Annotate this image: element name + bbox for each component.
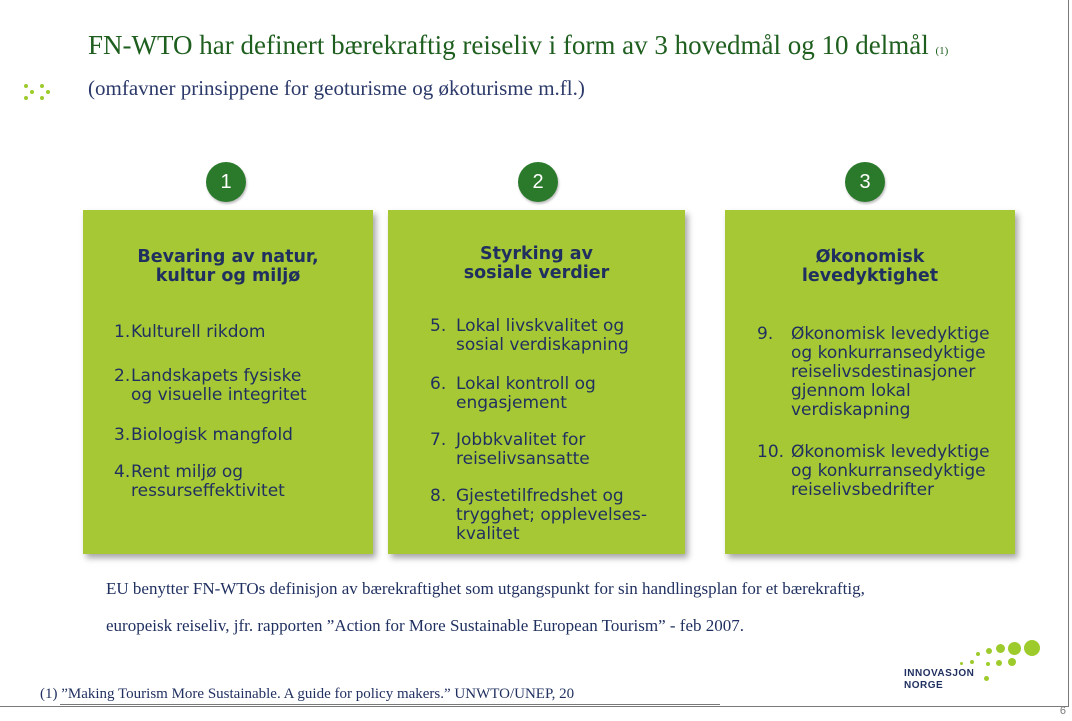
innovasjon-norge-logo: INNOVASJON NORGE — [904, 640, 1044, 702]
goal-number-3: 3 — [845, 162, 885, 202]
goal-heading-1: Bevaring av natur,kultur og miljø — [137, 247, 319, 286]
goal-number-2: 2 — [518, 162, 558, 202]
footnote: (1) ”Making Tourism More Sustainable. A … — [40, 686, 575, 702]
goal-box-1: Bevaring av natur,kultur og miljø 1.Kult… — [83, 210, 373, 554]
slide-title: FN-WTO har definert bærekraftig reiseliv… — [88, 30, 949, 60]
footnote-divider — [60, 704, 720, 705]
goal-number-1: 1 — [206, 162, 246, 202]
page-number: 6 — [1059, 705, 1066, 717]
slide-subtitle: (omfavner prinsippene for geoturisme og … — [88, 76, 585, 100]
slide-frame — [0, 0, 1069, 707]
title-footnote-ref: (1) — [935, 45, 949, 57]
eu-paragraph: EU benytter FN-WTOs definisjon av bærekr… — [106, 579, 865, 635]
bullet-dots-icon — [22, 82, 62, 106]
